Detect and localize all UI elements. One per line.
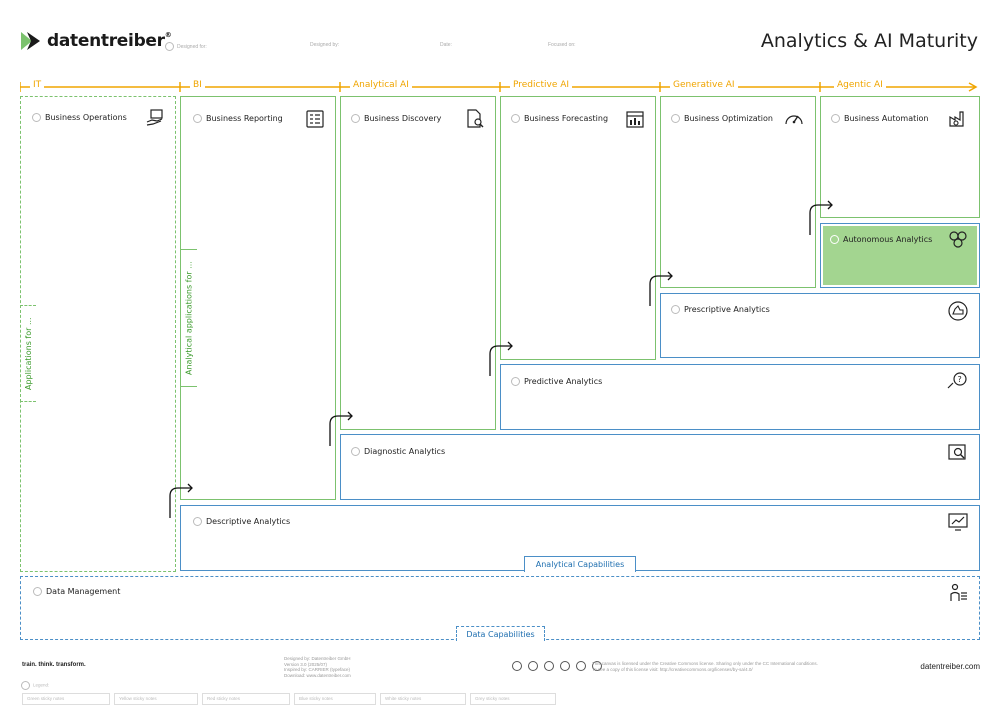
business-optimization-box[interactable]: Business Optimization — [660, 96, 816, 288]
sa-icon — [544, 661, 554, 671]
nc-icon — [560, 661, 570, 671]
person-list-icon — [950, 583, 967, 601]
analytical-applications-for-tab: Analytical applications for ... — [180, 249, 197, 387]
step-arrow-1 — [169, 483, 193, 518]
business-forecasting-label: Business Forecasting — [511, 114, 608, 123]
stage-arrow — [20, 82, 978, 92]
logo: datentreiber® — [20, 30, 172, 52]
slogan: train. think. transform. — [22, 662, 86, 668]
step-arrow-2 — [329, 411, 353, 446]
descriptive-analytics-label: Descriptive Analytics — [193, 517, 290, 526]
autonomous-analytics-label: Autonomous Analytics — [830, 235, 932, 244]
step-arrow-3 — [489, 341, 513, 376]
svg-text:?: ? — [958, 375, 962, 384]
legend-green: Green sticky notes — [22, 693, 110, 705]
business-forecasting-box[interactable]: Business Forecasting — [500, 96, 656, 360]
credits-block: Designed by: Datentreiber GmbH Version 3… — [284, 656, 351, 678]
legend-grey: Grey sticky notes — [470, 693, 556, 705]
business-discovery-label: Business Discovery — [351, 114, 441, 123]
business-automation-box[interactable]: Business Automation — [820, 96, 980, 218]
data-capabilities-tab: Data Capabilities — [456, 626, 545, 641]
website-link[interactable]: datentreiber.com — [920, 662, 980, 671]
data-management-label: Data Management — [33, 587, 120, 596]
stage-predictive-ai: Predictive AI — [510, 80, 573, 90]
prescriptive-analytics-box[interactable]: Prescriptive Analytics — [660, 293, 980, 358]
analytical-capabilities-tab: Analytical Capabilities — [524, 556, 636, 572]
business-operations-label: Business Operations — [32, 113, 127, 122]
applications-frame — [20, 96, 176, 572]
diagnostic-analytics-label: Diagnostic Analytics — [351, 447, 445, 456]
applications-for-tab: Applications for ... — [20, 305, 36, 402]
by-icon — [528, 661, 538, 671]
logo-icon — [21, 32, 40, 50]
logo-text: datentreiber® — [47, 31, 172, 51]
stage-agentic-ai: Agentic AI — [834, 80, 886, 90]
factory-gear-icon — [949, 111, 964, 127]
legend-yellow: Yellow sticky notes — [114, 693, 198, 705]
business-discovery-box[interactable]: Business Discovery — [340, 96, 496, 430]
legend-white: White sticky notes — [380, 693, 466, 705]
share-icon — [592, 661, 602, 671]
prescriptive-analytics-label: Prescriptive Analytics — [671, 305, 770, 314]
line-chart-screen-icon — [948, 513, 968, 531]
legend-blue: Blue sticky notes — [294, 693, 376, 705]
business-reporting-box[interactable]: Business Reporting — [180, 96, 336, 500]
report-icon — [306, 110, 324, 128]
business-operations-box[interactable]: Business Operations — [20, 96, 176, 572]
focused-on-field[interactable]: Focused on: — [548, 42, 576, 48]
stage-analytical-ai: Analytical AI — [350, 80, 412, 90]
date-field[interactable]: Date: — [440, 42, 452, 48]
hand-laptop-icon — [146, 109, 163, 126]
stage-it: IT — [30, 80, 45, 90]
calendar-chart-icon — [626, 111, 644, 128]
stage-bi: BI — [190, 80, 205, 90]
gauge-icon — [785, 115, 803, 125]
page-title: Analytics & AI Maturity — [760, 30, 978, 52]
pointing-hand-icon — [948, 301, 968, 321]
predictive-analytics-label: Predictive Analytics — [511, 377, 602, 386]
document-search-icon — [467, 109, 484, 128]
legend-red: Red sticky notes — [202, 693, 290, 705]
chart-magnifier-icon — [948, 444, 966, 460]
gears-cluster-icon — [949, 231, 967, 248]
step-arrow-5 — [809, 200, 833, 235]
step-arrow-4 — [649, 271, 673, 306]
designed-for-field[interactable]: Designed for: — [165, 42, 207, 51]
cc-icon — [512, 661, 522, 671]
business-automation-label: Business Automation — [831, 114, 928, 123]
designed-for-icon — [165, 42, 174, 51]
license-text: This canvas is licensed under the Creati… — [592, 661, 818, 672]
legend-icon — [21, 681, 30, 690]
autonomous-analytics-box[interactable]: Autonomous Analytics — [823, 226, 977, 285]
license-icons — [512, 661, 608, 671]
stage-generative-ai: Generative AI — [670, 80, 738, 90]
diagnostic-analytics-box[interactable]: Diagnostic Analytics — [340, 434, 980, 500]
business-optimization-label: Business Optimization — [671, 114, 773, 123]
nd-icon — [576, 661, 586, 671]
legend-label: Legend: — [21, 681, 49, 690]
predictive-analytics-box[interactable]: Predictive Analytics ? — [500, 364, 980, 430]
designed-by-field[interactable]: Designed by: — [310, 42, 340, 48]
question-trend-icon: ? — [947, 372, 967, 389]
business-reporting-label: Business Reporting — [193, 114, 283, 123]
